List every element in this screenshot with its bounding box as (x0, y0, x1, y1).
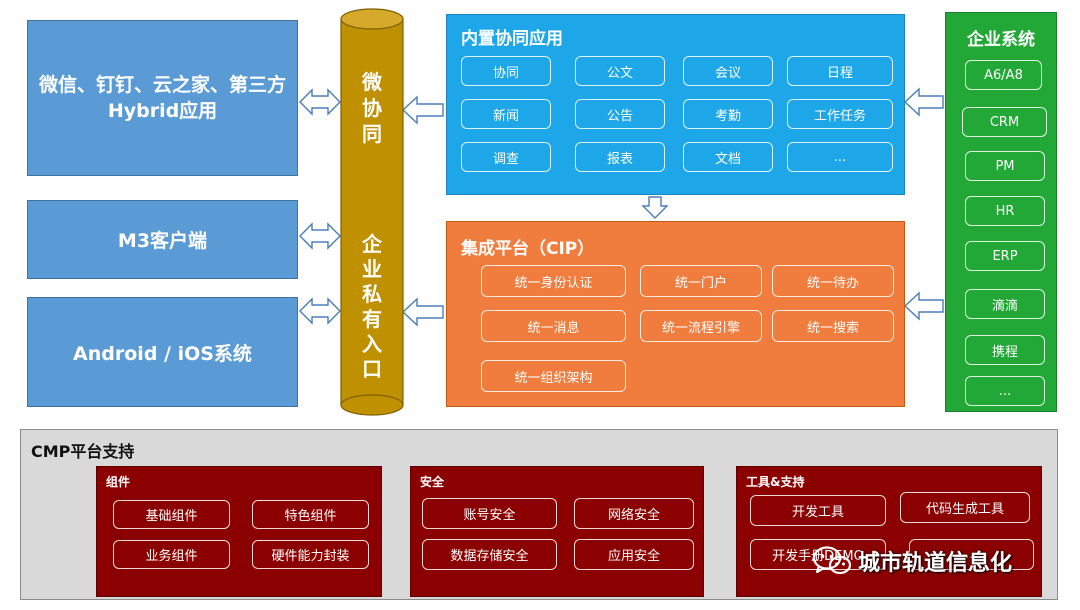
cylinder-char: 微 (362, 70, 382, 94)
cip-item: 统一待办 (772, 265, 894, 297)
builtin-app-item: 会议 (683, 56, 773, 86)
cip-title: 集成平台（CIP） (461, 239, 595, 259)
double-arrow-icon (299, 297, 341, 325)
cylinder-char: 同 (362, 122, 382, 146)
cmp-item: ... (909, 539, 1034, 570)
cylinder-top-text: 微 协 同 (340, 70, 404, 150)
enterprise-system-item: PM (965, 151, 1045, 181)
double-arrow-icon (299, 222, 341, 250)
builtin-app-item: 新闻 (461, 99, 551, 129)
cip-item: 统一消息 (481, 310, 626, 342)
cmp-group-components: 组件 基础组件 特色组件 业务组件 硬件能力封装 (96, 466, 382, 597)
cylinder-bottom-text: 企 业 私 有 入 口 (340, 232, 404, 388)
cmp-item: 应用安全 (574, 539, 694, 570)
cmp-group-title: 安全 (420, 475, 445, 489)
builtin-apps-panel: 内置协同应用 协同 公文 会议 日程 新闻 公告 考勤 工作任务 调查 报表 文… (446, 14, 905, 195)
entry-cylinder (340, 8, 404, 416)
mobile-os-box: Android / iOS系统 (27, 297, 298, 407)
cmp-platform-panel: CMP平台支持 组件 基础组件 特色组件 业务组件 硬件能力封装 安全 账号安全… (20, 429, 1058, 600)
enterprise-system-item: 滴滴 (965, 289, 1045, 319)
cylinder-char: 有 (362, 307, 382, 331)
double-arrow-icon (299, 88, 341, 116)
watermark-text: 城市轨道信息化 (858, 551, 1013, 576)
cylinder-char: 协 (362, 96, 382, 120)
cip-item: 统一门户 (640, 265, 762, 297)
cylinder-char: 私 (362, 282, 382, 306)
builtin-app-item: 工作任务 (787, 99, 893, 129)
mobile-os-label: Android / iOS系统 (73, 342, 252, 365)
cmp-item: 数据存储安全 (422, 539, 557, 570)
m3-client-box: M3客户端 (27, 200, 298, 279)
enterprise-systems-title: 企业系统 (967, 30, 1035, 50)
builtin-app-item: 协同 (461, 56, 551, 86)
third-party-apps-label: 微信、钉钉、云之家、第三方Hybrid应用 (38, 74, 286, 122)
cmp-item: 网络安全 (574, 498, 694, 529)
cmp-group-title: 工具&支持 (746, 475, 805, 489)
builtin-app-item: 报表 (575, 142, 665, 172)
cip-item: 统一流程引擎 (640, 310, 762, 342)
left-arrow-icon (903, 291, 944, 321)
left-arrow-icon (401, 297, 444, 327)
watermark: 城市轨道信息化 (812, 545, 1012, 577)
cmp-platform-title: CMP平台支持 (31, 442, 135, 461)
builtin-app-item: ... (787, 142, 893, 172)
cip-item: 统一组织架构 (481, 360, 626, 392)
left-arrow-icon (401, 95, 444, 125)
enterprise-system-item: 携程 (965, 335, 1045, 365)
cylinder-char: 业 (362, 257, 382, 281)
builtin-app-item: 公文 (575, 56, 665, 86)
builtin-app-item: 调查 (461, 142, 551, 172)
enterprise-system-item: HR (965, 196, 1045, 226)
enterprise-system-item: A6/A8 (965, 60, 1042, 90)
cip-panel: 集成平台（CIP） 统一身份认证 统一门户 统一待办 统一消息 统一流程引擎 统… (446, 221, 905, 407)
cmp-group-tools: 工具&支持 开发工具 代码生成工具 开发手册DEMO ... (736, 466, 1042, 597)
cip-item: 统一身份认证 (481, 265, 626, 297)
cmp-group-security: 安全 账号安全 网络安全 数据存储安全 应用安全 (410, 466, 704, 597)
cmp-item: 代码生成工具 (900, 492, 1030, 523)
wechat-icon (812, 546, 852, 575)
cip-item: 统一搜索 (772, 310, 894, 342)
cmp-item: 开发工具 (750, 495, 886, 526)
enterprise-system-item: ... (965, 376, 1045, 406)
cylinder-char: 入 (362, 332, 382, 356)
cmp-group-title: 组件 (106, 475, 131, 489)
builtin-app-item: 考勤 (683, 99, 773, 129)
enterprise-systems-panel: 企业系统 A6/A8 CRM PM HR ERP 滴滴 携程 ... (945, 12, 1057, 412)
cmp-item: 基础组件 (113, 500, 230, 529)
enterprise-system-item: ERP (965, 241, 1045, 271)
m3-client-label: M3客户端 (117, 230, 208, 252)
cmp-item: 账号安全 (422, 498, 557, 529)
builtin-app-item: 文档 (683, 142, 773, 172)
builtin-apps-title: 内置协同应用 (461, 29, 563, 49)
cmp-item: 业务组件 (113, 540, 230, 569)
down-arrow-icon (641, 196, 669, 219)
enterprise-system-item: CRM (962, 107, 1047, 137)
third-party-apps-box: 微信、钉钉、云之家、第三方Hybrid应用 (27, 20, 298, 176)
cmp-item: 特色组件 (252, 500, 369, 529)
builtin-app-item: 公告 (575, 99, 665, 129)
cmp-item: 硬件能力封装 (252, 540, 369, 569)
left-arrow-icon (903, 87, 944, 117)
cylinder-char: 企 (362, 232, 382, 256)
cylinder-char: 口 (362, 357, 382, 381)
builtin-app-item: 日程 (787, 56, 893, 86)
